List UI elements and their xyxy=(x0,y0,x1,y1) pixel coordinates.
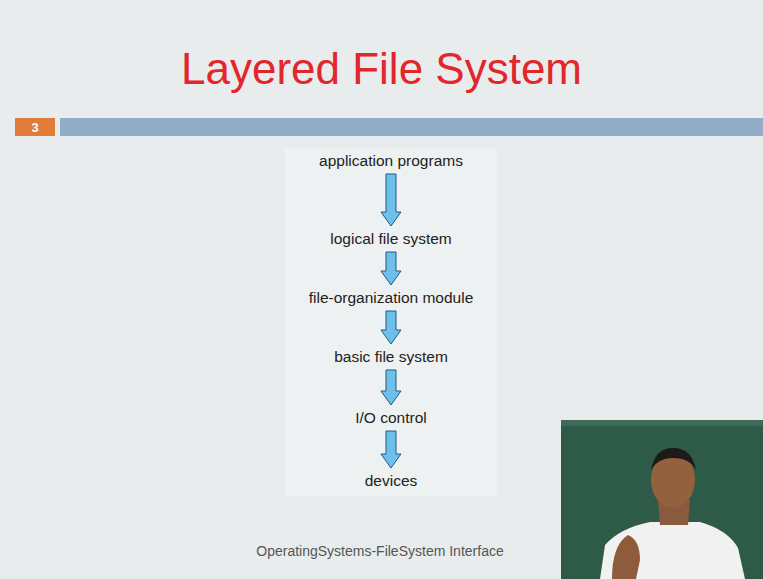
down-arrow xyxy=(381,174,401,226)
layer-name: application programs xyxy=(319,152,463,170)
number-box xyxy=(15,118,55,136)
layer-name: logical file system xyxy=(330,230,451,248)
layer-label: application programs xyxy=(313,150,469,172)
diagram-panel xyxy=(285,148,497,496)
layer-name: file-organization module xyxy=(309,289,474,307)
layer-name: I/O control xyxy=(355,409,427,427)
layer-name: basic file system xyxy=(334,348,448,366)
down-arrow xyxy=(381,311,401,344)
layer-label: I/O control xyxy=(349,407,433,429)
layer-label: devices xyxy=(359,470,424,492)
down-arrow xyxy=(381,252,401,285)
down-arrow xyxy=(381,370,401,405)
header-bar xyxy=(60,118,763,136)
slide-title: Layered File System xyxy=(0,44,763,94)
layer-label: file-organization module xyxy=(303,287,480,309)
down-arrow xyxy=(381,431,401,468)
webcam-inset xyxy=(561,420,763,579)
layer-name: devices xyxy=(365,472,418,490)
layer-label: logical file system xyxy=(324,228,457,250)
layer-label: basic file system xyxy=(328,346,454,368)
footer-text: OperatingSystems-FileSystem Interface xyxy=(256,543,503,559)
slide-number: 3 xyxy=(31,120,38,135)
